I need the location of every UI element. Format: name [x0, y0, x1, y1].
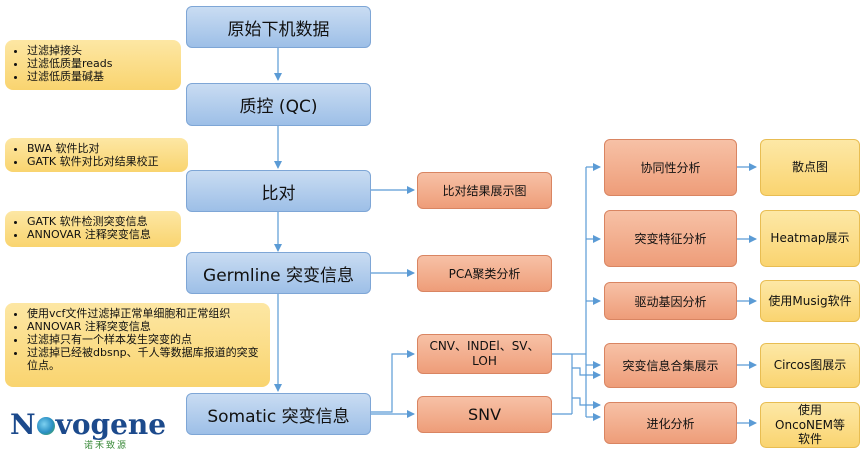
note-item: 过滤掉接头 — [27, 44, 175, 57]
result-musig: 使用Musig软件 — [760, 280, 860, 322]
note-item: 过滤低质量reads — [27, 57, 175, 70]
logo-globe-icon — [36, 417, 55, 435]
somatic-note: 使用vcf文件过滤掉正常单细胞和正常组织 ANNOVAR 注释突变信息 过滤掉只… — [5, 303, 270, 387]
note-item: GATK 软件检测突变信息 — [27, 215, 175, 228]
result-heatmap: Heatmap展示 — [760, 210, 860, 267]
note-item: 过滤低质量碱基 — [27, 70, 175, 83]
germline-note: GATK 软件检测突变信息 ANNOVAR 注释突变信息 — [5, 211, 181, 247]
note-item: ANNOVAR 注释突变信息 — [27, 228, 175, 241]
qc-note: 过滤掉接头 过滤低质量reads 过滤低质量碱基 — [5, 40, 181, 90]
cnv-box: CNV、INDEl、SV、LOH — [417, 334, 552, 374]
analysis-collection: 突变信息合集展示 — [604, 343, 737, 388]
analysis-signature: 突变特征分析 — [604, 210, 737, 267]
logo-subtitle: 诺禾致源 — [84, 441, 129, 451]
result-circos: Circos图展示 — [760, 343, 860, 388]
alignment-plot-box: 比对结果展示图 — [417, 172, 552, 209]
arrow-somatic-to-cnv — [371, 350, 415, 413]
qc-box: 质控 (QC) — [186, 83, 371, 126]
alignment-note: BWA 软件比对 GATK 软件对比对结果校正 — [5, 138, 188, 172]
result-scatter: 散点图 — [760, 139, 860, 196]
analysis-synergy: 协同性分析 — [604, 139, 737, 196]
raw-data-box: 原始下机数据 — [186, 6, 371, 48]
alignment-box: 比对 — [186, 170, 371, 212]
analysis-driver: 驱动基因分析 — [604, 282, 737, 320]
note-item: 过滤掉只有一个样本发生突变的点 — [27, 333, 264, 346]
note-item: 过滤掉已经被dbsnp、千人等数据库报道的突变位点。 — [27, 346, 264, 372]
somatic-box: Somatic 突变信息 — [186, 393, 371, 435]
pca-box: PCA聚类分析 — [417, 255, 552, 292]
note-item: GATK 软件对比对结果校正 — [27, 155, 182, 168]
germline-box: Germline 突变信息 — [186, 252, 371, 294]
analysis-evolution: 进化分析 — [604, 402, 737, 444]
note-item: ANNOVAR 注释突变信息 — [27, 320, 264, 333]
snv-box: SNV — [417, 396, 552, 433]
note-item: BWA 软件比对 — [27, 142, 182, 155]
result-onconem: 使用OncoNEM等软件 — [760, 402, 860, 448]
note-item: 使用vcf文件过滤掉正常单细胞和正常组织 — [27, 307, 264, 320]
